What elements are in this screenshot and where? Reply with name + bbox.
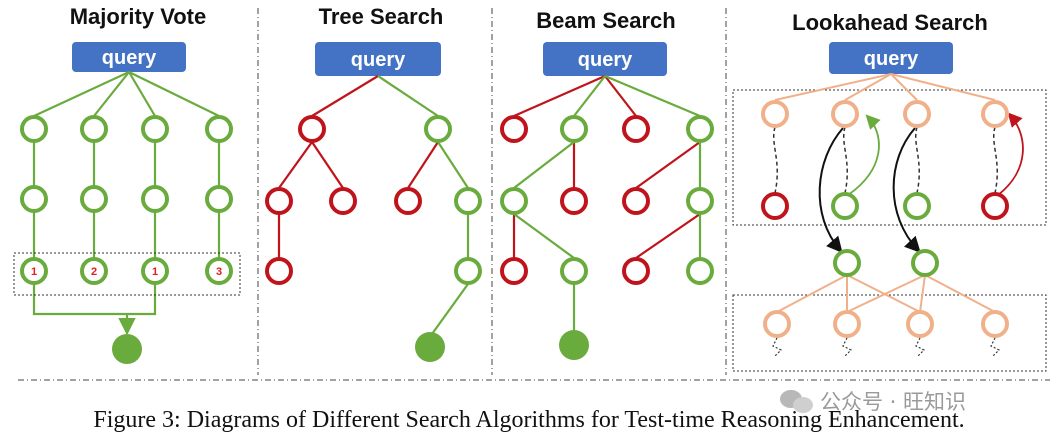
vote-node (20, 257, 48, 285)
node (903, 192, 931, 220)
node (831, 192, 859, 220)
node (500, 187, 528, 215)
node (686, 257, 714, 285)
query-label: query (351, 49, 406, 71)
node (686, 115, 714, 143)
panel-beam-search: Beam Search query (500, 8, 714, 360)
vote-node (205, 257, 233, 285)
panel-title-lookahead-search: Lookahead Search (792, 10, 988, 35)
vote-count: 1 (152, 266, 158, 278)
answer-node (415, 332, 445, 362)
figure-caption: Figure 3: Diagrams of Different Search A… (93, 407, 965, 433)
panel-title-majority-vote: Majority Vote (70, 4, 207, 29)
node (394, 187, 422, 215)
panel-title-tree-search: Tree Search (319, 4, 444, 29)
node (622, 257, 650, 285)
node (560, 257, 588, 285)
watermark-text: 公众号 · 旺知识 (820, 390, 967, 414)
node (20, 115, 48, 143)
vote-count: 3 (216, 266, 222, 278)
query-label: query (578, 49, 633, 71)
query-box (543, 42, 667, 76)
node (686, 187, 714, 215)
query-box (315, 42, 441, 76)
node (454, 187, 482, 215)
node (981, 192, 1009, 220)
node (205, 115, 233, 143)
answer-node (559, 330, 589, 360)
node (622, 187, 650, 215)
vote-node (80, 257, 108, 285)
lookahead-box-top (732, 89, 1047, 226)
node (833, 249, 861, 277)
query-box (829, 42, 953, 74)
node (265, 187, 293, 215)
lookahead-box-bottom (732, 294, 1047, 372)
node (80, 115, 108, 143)
watermark: 公众号 · 旺知识 (780, 386, 966, 416)
node (141, 115, 169, 143)
node (424, 115, 452, 143)
node (205, 185, 233, 213)
node (329, 187, 357, 215)
node (903, 100, 931, 128)
query-label: query (864, 48, 919, 70)
node (761, 192, 789, 220)
query-box (72, 42, 186, 72)
node (141, 185, 169, 213)
node (981, 100, 1009, 128)
node (981, 310, 1009, 338)
node (622, 115, 650, 143)
node (454, 257, 482, 285)
panel-tree-search: Tree Search query (265, 4, 482, 362)
node (298, 115, 326, 143)
vote-box (13, 252, 241, 296)
panel-lookahead-search: Lookahead Search query (732, 10, 1047, 372)
node (761, 100, 789, 128)
panel-majority-vote: Majority Vote query 1 (13, 4, 241, 364)
node (831, 100, 859, 128)
panel-title-beam-search: Beam Search (536, 8, 675, 33)
query-label: query (102, 47, 157, 69)
vote-count: 1 (31, 266, 37, 278)
node (20, 185, 48, 213)
wechat-icon (780, 388, 814, 414)
answer-node (112, 334, 142, 364)
panel-separators (18, 8, 1050, 381)
node (911, 249, 939, 277)
node (560, 187, 588, 215)
node (80, 185, 108, 213)
node (560, 115, 588, 143)
vote-node (141, 257, 169, 285)
node (906, 310, 934, 338)
node (833, 310, 861, 338)
vote-count: 2 (91, 266, 97, 278)
node (500, 257, 528, 285)
node (265, 257, 293, 285)
node (763, 310, 791, 338)
node (500, 115, 528, 143)
